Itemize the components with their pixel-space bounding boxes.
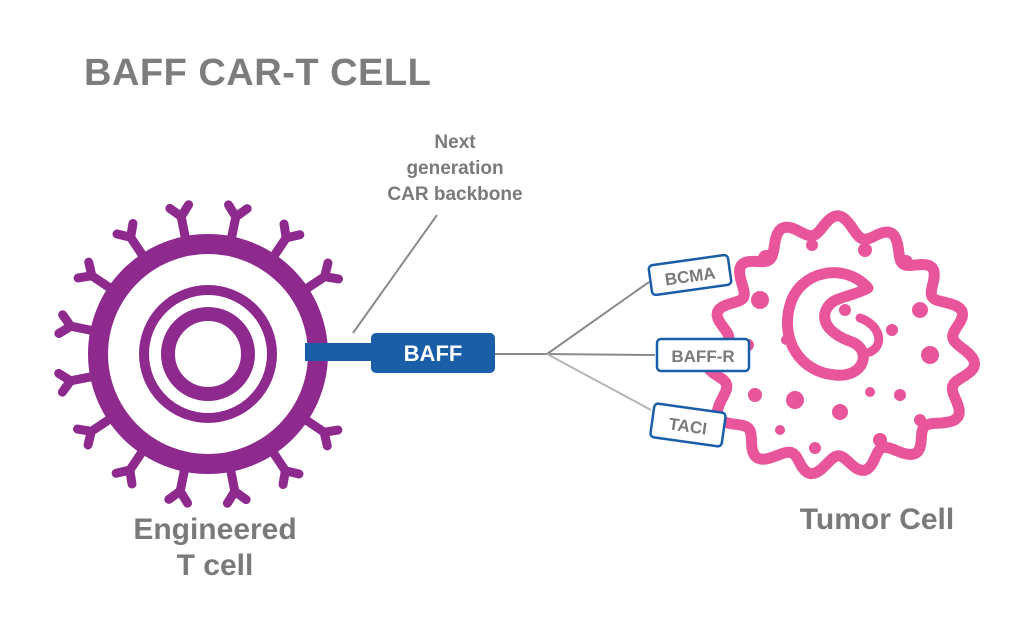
tumor-granule xyxy=(751,291,769,309)
tumor-granule xyxy=(748,388,762,402)
engineered-t-cell-label-line2: T cell xyxy=(176,549,254,582)
tcell-receptor-arm xyxy=(176,200,194,222)
car-construct: BAFF xyxy=(305,333,495,373)
tcell-middle-ring xyxy=(139,285,277,423)
tumor-granule xyxy=(914,414,926,426)
tcell-receptor-arm xyxy=(58,310,76,331)
tcell-receptor-arm xyxy=(281,230,305,243)
tumor-granule xyxy=(786,391,804,409)
baff-domain-box xyxy=(371,333,495,373)
callout-leader-line xyxy=(352,214,438,334)
tumor-granule xyxy=(775,425,785,435)
engineered-t-cell-label: Engineered T cell xyxy=(95,512,335,584)
tumor-granule xyxy=(912,302,928,318)
tumor-granule xyxy=(809,442,821,454)
tumor-cell-inner-fold xyxy=(855,313,884,357)
callout-line-1: Next xyxy=(434,132,476,153)
receptor-taci: TACI xyxy=(649,402,727,448)
binding-lines xyxy=(495,281,656,411)
receptor-baff-r: BAFF-R xyxy=(655,337,751,373)
tumor-cell-label: Tumor Cell xyxy=(799,503,955,536)
receptor-taci-box xyxy=(649,402,727,448)
engineered-t-cell xyxy=(88,234,328,474)
tumor-granule xyxy=(781,335,791,345)
tcell-receptor-arm xyxy=(231,204,252,222)
tumor-cell-nucleus xyxy=(781,267,874,381)
tumor-granule xyxy=(921,346,939,364)
tcell-receptor-arm xyxy=(111,465,135,478)
tumor-granule xyxy=(839,304,851,316)
tumor-granule xyxy=(899,255,913,269)
binding-line-baffr xyxy=(546,353,656,356)
tcell-receptor-arm xyxy=(54,368,76,386)
receptor-bcma: BCMA xyxy=(647,253,733,297)
tumor-granule xyxy=(758,250,774,266)
tcell-receptor-arm xyxy=(73,424,96,436)
tumor-granule xyxy=(873,433,887,447)
tcell-receptor-arm xyxy=(320,272,343,284)
tcell-receptor-arm xyxy=(84,257,97,281)
tcell-receptor-arm xyxy=(222,486,240,508)
tumor-granule xyxy=(832,404,848,420)
tcell-receptor-arm xyxy=(278,466,290,489)
car-stalk xyxy=(305,343,375,361)
callout-line-2: generation xyxy=(406,158,504,179)
tumor-granule xyxy=(806,239,818,251)
tumor-granule xyxy=(858,243,872,257)
binding-line-bcma xyxy=(546,281,650,355)
tumor-granule xyxy=(894,389,906,401)
receptor-bcma-box xyxy=(647,253,733,297)
receptor-baff-r-box xyxy=(655,337,751,373)
tcell-receptor-arm xyxy=(164,486,185,504)
tumor-granule xyxy=(865,387,875,397)
car-backbone-callout: Next generation CAR backbone xyxy=(330,130,580,208)
receptor-baff-r-label: BAFF-R xyxy=(671,347,734,366)
tcell-receptor-arm xyxy=(319,427,332,451)
callout-line-3: CAR backbone xyxy=(387,184,523,205)
binding-line-taci xyxy=(546,353,652,411)
page-title: BAFF CAR-T CELL xyxy=(84,52,432,94)
baff-domain-label: BAFF xyxy=(404,341,463,366)
tcell-inner-ring xyxy=(161,307,255,401)
engineered-t-cell-label-line1: Engineered xyxy=(133,513,297,546)
tcell-surface-receptors xyxy=(54,200,343,508)
tcell-outer-ring xyxy=(88,234,328,474)
tumor-granule xyxy=(886,324,898,336)
tcell-receptor-arm xyxy=(126,219,138,242)
